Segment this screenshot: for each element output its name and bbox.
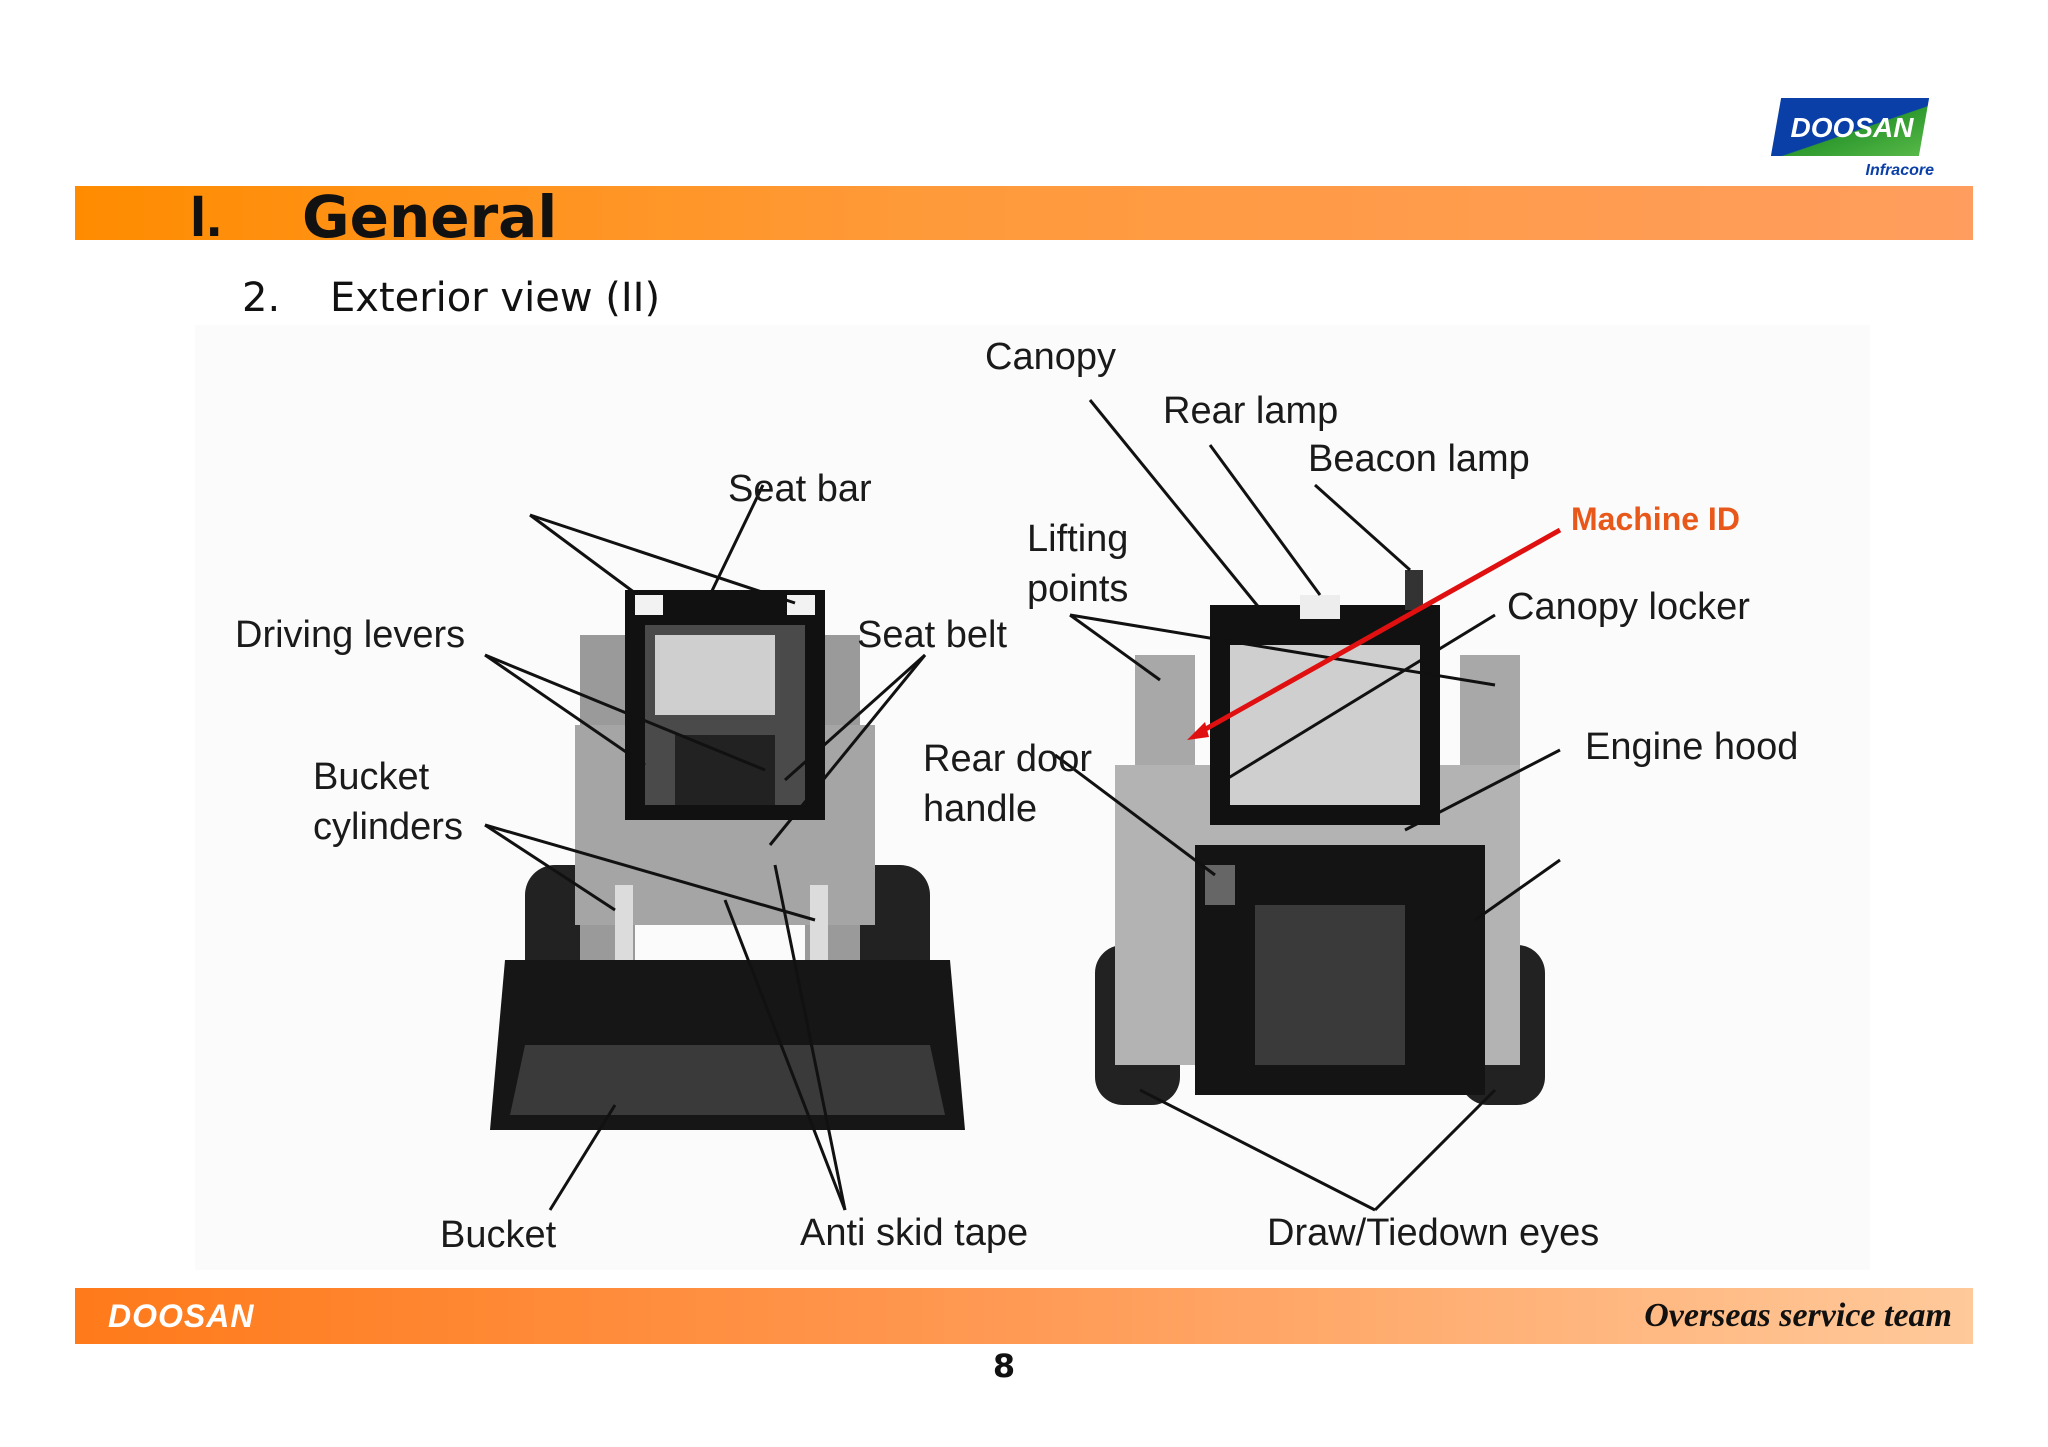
logo-subbrand-text: Infracore [1865, 162, 1934, 179]
label-engine-hood: Engine hood [1585, 726, 1799, 768]
footer-band [75, 1288, 1973, 1344]
leader-driving-right [484, 653, 766, 772]
section-title: General [302, 183, 558, 251]
label-draw-tiedown-eyes: Draw/Tiedown eyes [1267, 1212, 1600, 1254]
leader-driving-left [484, 653, 646, 767]
leader-beacon-lamp [1313, 483, 1412, 572]
bucket-cylinder-right [810, 885, 828, 965]
bucket-inner [510, 1045, 945, 1115]
leader-seat-bar-left [529, 513, 636, 595]
label-canopy-locker: Canopy locker [1507, 586, 1750, 628]
leader-anti-skid-1 [723, 899, 847, 1211]
front-lamp-right [787, 595, 815, 615]
machine-id-arrowhead [1187, 722, 1209, 740]
engine-grille [1255, 905, 1405, 1065]
leader-rear-door [1054, 753, 1216, 877]
page-number: 8 [992, 1347, 1016, 1385]
front-lamp-left [635, 595, 663, 615]
leader-engine-hood [1404, 748, 1561, 832]
label-anti-skid-tape: Anti skid tape [800, 1212, 1029, 1254]
leader-tiedown-left [1139, 1088, 1376, 1212]
section-number: I. [190, 184, 223, 249]
header-band [75, 186, 1973, 240]
leader-lines [484, 399, 1561, 1212]
leader-anti-skid-2 [773, 864, 847, 1211]
cab-window [655, 635, 775, 715]
subsection-number: 2. [242, 275, 281, 321]
leader-seat-belt-2 [768, 654, 927, 846]
label-rear-door-handle-line2: handle [923, 788, 1038, 830]
leader-bucket [548, 1104, 617, 1211]
label-bucket-cylinders-line1: Bucket [313, 756, 430, 798]
label-rear-door-handle-line1: Rear door [923, 738, 1092, 780]
label-machine-id: Machine ID [1571, 501, 1740, 537]
leader-cylinder-left [484, 823, 616, 912]
machine-id-arrow [1193, 527, 1562, 738]
label-canopy: Canopy [985, 336, 1116, 378]
leader-cylinder-right [484, 823, 816, 922]
beacon-lamp [1405, 570, 1423, 610]
leader-lifting-right [1069, 613, 1496, 687]
leader-canopy-locker [1224, 613, 1496, 782]
label-driving-levers: Driving levers [235, 614, 466, 656]
leader-seat-bar-right [529, 513, 796, 605]
loader-illustration [195, 325, 1870, 1270]
figure-background [195, 325, 1870, 1270]
front-loader-drawing [490, 590, 965, 1130]
subsection-title: Exterior view (II) [330, 275, 661, 321]
exterior-view-figure: Canopy Rear lamp Beacon lamp Machine ID … [195, 325, 1870, 1270]
rear-loader-drawing [1095, 570, 1545, 1105]
leader-rear-lamp [1208, 444, 1322, 596]
footer-team: Overseas service team [1644, 1297, 1952, 1334]
leader-seat-belt-1 [784, 653, 926, 782]
leader-tiedown-right [1373, 1088, 1497, 1212]
rear-cab-window [1230, 645, 1420, 805]
label-bucket-cylinders-line2: cylinders [313, 806, 463, 848]
label-bucket: Bucket [440, 1214, 557, 1256]
label-lifting-points-line1: Lifting [1027, 518, 1129, 560]
doosan-infracore-logo: DOOSAN Infracore [1770, 88, 1936, 188]
seat [675, 735, 775, 805]
label-lifting-points-line2: points [1027, 568, 1129, 610]
rear-lamp [1300, 595, 1340, 619]
footer-brand: DOOSAN [108, 1298, 255, 1334]
leader-engine-hood-2 [1474, 858, 1561, 922]
label-seat-bar: Seat bar [728, 468, 872, 510]
logo-brand-text: DOOSAN [1790, 112, 1914, 143]
leader-canopy [1088, 399, 1267, 616]
label-rear-lamp: Rear lamp [1163, 390, 1339, 432]
leader-lifting-left [1069, 613, 1161, 682]
label-beacon-lamp: Beacon lamp [1308, 438, 1530, 480]
bucket-cylinder-left [615, 885, 633, 965]
label-seat-belt: Seat belt [857, 614, 1007, 656]
